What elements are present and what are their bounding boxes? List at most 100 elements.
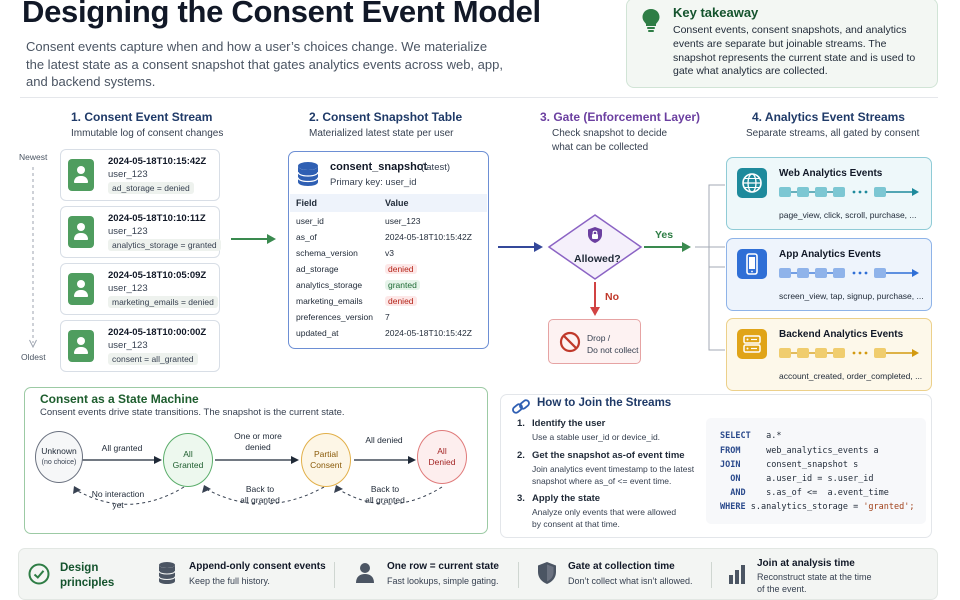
snapshot-value-denied: denied (385, 264, 417, 274)
snapshot-value: 2024-05-18T10:15:42Z (385, 328, 472, 338)
state-machine-title: Consent as a State Machine (40, 392, 199, 406)
page-title: Designing the Consent Event Model (22, 0, 541, 29)
event-timestamp: 2024-05-18T10:00:00Z (108, 327, 207, 338)
state-transitions (73, 456, 443, 505)
status-badge: denied (385, 296, 417, 306)
join-step-description: Use a stable user_id or device_id. (532, 432, 661, 442)
edge-label-no-interaction: No interaction yet (91, 489, 145, 510)
database-icon (158, 562, 176, 584)
edge-label-back-to-all-granted: Back to all granted (365, 484, 405, 505)
globe-icon (737, 168, 767, 198)
event-change: analytics_storage = granted (108, 239, 221, 251)
page-subtitle: Consent events capture when and how a us… (26, 39, 503, 89)
edge-label-all-granted: All granted (101, 443, 143, 453)
snapshot-field: analytics_storage (296, 280, 363, 290)
phone-icon (737, 249, 767, 279)
join-step-number: 1. (517, 418, 525, 429)
backend-analytics-box: Backend Analytics Events account_created… (726, 318, 932, 391)
lightbulb-icon (642, 9, 660, 32)
takeaway-text: Consent events, consent snapshots, and a… (673, 24, 916, 78)
column-subtitle-event-stream: Immutable log of consent changes (71, 128, 224, 139)
principle-title: Join at analysis time (757, 558, 855, 569)
principles-title: Design principles (60, 562, 115, 589)
server-icon (737, 329, 767, 359)
snapshot-value: user_123 (385, 216, 421, 226)
event-flow-icon (779, 268, 919, 278)
event-timestamp: 2024-05-18T10:15:42Z (108, 156, 207, 167)
principle-divider (518, 562, 519, 588)
state-all-denied: All Denied (417, 430, 467, 484)
snapshot-value-denied: denied (385, 296, 417, 306)
shield-icon (538, 562, 556, 584)
event-flow-icon (779, 348, 919, 358)
column-header-value: Value (385, 198, 409, 208)
snapshot-table-header (290, 194, 487, 212)
principle-title: Append-only consent events (189, 561, 326, 572)
join-step-description: Join analytics event timestamp to the la… (532, 464, 695, 474)
gate-diamond (547, 214, 643, 280)
snapshot-field: preferences_version (296, 312, 374, 322)
gate-no-label: No (605, 291, 619, 303)
sql-line: SELECT a.* (720, 431, 782, 441)
edge-label-all-denied: All denied (365, 435, 403, 445)
consent-event-card: 2024-05-18T10:10:11Z user_123 analytics_… (60, 206, 221, 258)
column-title-snapshot: 2. Consent Snapshot Table (309, 110, 463, 124)
event-flow-icon (779, 187, 919, 197)
column-header-field: Field (296, 198, 318, 208)
block-icon (559, 331, 581, 353)
column-title-analytics: 4. Analytics Event Streams (752, 110, 905, 124)
header-divider (20, 97, 938, 98)
column-title-event-stream: 1. Consent Event Stream (71, 110, 213, 124)
snapshot-value: 2024-05-18T10:15:42Z (385, 232, 472, 242)
snapshot-primary-key: Primary key: user_id (330, 177, 417, 188)
branch-connector (695, 184, 725, 351)
drop-box: Drop / Do not collect (548, 319, 641, 364)
user-icon (356, 563, 374, 583)
database-icon (297, 162, 319, 186)
sql-code-block: SELECT a.* FROM web_analytics_events a J… (706, 418, 926, 524)
analytics-stream-examples: screen_view, tap, signup, purchase, ... (779, 291, 924, 301)
snapshot-field: user_id (296, 216, 324, 226)
consent-snapshot-table: consent_snapshot (latest) Primary key: u… (288, 151, 489, 349)
drop-label-line2: Do not collect (587, 345, 639, 355)
app-analytics-box: App Analytics Events screen_view, tap, s… (726, 238, 932, 311)
join-step-description: by consent at that time. (532, 519, 620, 529)
event-user: user_123 (108, 169, 148, 180)
snapshot-field: marketing_emails (296, 296, 363, 306)
arrow-events-to-snapshot (231, 234, 276, 244)
key-takeaway-panel: Key takeaway Consent events, consent sna… (626, 0, 938, 88)
event-change: ad_storage = denied (108, 182, 194, 194)
join-step-description: snapshot where as_of <= event time. (532, 476, 672, 486)
state-all-granted: All Granted (163, 433, 213, 487)
event-user: user_123 (108, 226, 148, 237)
state-machine-subtitle: Consent events drive state transitions. … (40, 407, 345, 418)
analytics-stream-examples: page_view, click, scroll, purchase, ... (779, 210, 917, 220)
sql-line: FROM web_analytics_events a (720, 446, 879, 456)
user-avatar-icon (68, 330, 94, 362)
join-step-title: Identify the user (532, 418, 606, 429)
edge-label-one-or-more-denied: One or more denied (234, 431, 282, 452)
join-step-number: 3. (517, 493, 525, 504)
consent-event-card: 2024-05-18T10:15:42Z user_123 ad_storage… (60, 149, 220, 201)
snapshot-latest-tag: (latest) (421, 162, 451, 173)
gate-question: Allowed? (574, 253, 621, 265)
join-step-title: Get the snapshot as-of event time (532, 450, 685, 461)
snapshot-field: as_of (296, 232, 317, 242)
status-badge: granted (385, 280, 420, 290)
analytics-stream-name: Web Analytics Events (779, 168, 883, 179)
shield-lock-icon (588, 227, 602, 243)
column-subtitle-snapshot: Materialized latest state per user (309, 128, 454, 139)
gate-yes-label: Yes (655, 229, 674, 241)
user-avatar-icon (68, 273, 94, 305)
sql-line: JOIN consent_snapshot s (720, 460, 859, 470)
principle-divider (334, 562, 335, 588)
event-timestamp: 2024-05-18T10:10:11Z (108, 213, 206, 224)
join-step-description: Analyze only events that were allowed (532, 507, 677, 517)
arrow-gate-no (590, 282, 600, 316)
consent-event-card: 2024-05-18T10:05:09Z user_123 marketing_… (60, 263, 220, 315)
principle-description: Don’t collect what isn’t allowed. (568, 576, 693, 586)
principle-description: Reconstruct state at the time (757, 572, 872, 582)
principle-description: Fast lookups, simple gating. (387, 576, 499, 586)
user-avatar-icon (68, 159, 94, 191)
analytics-stream-name: App Analytics Events (779, 249, 881, 260)
